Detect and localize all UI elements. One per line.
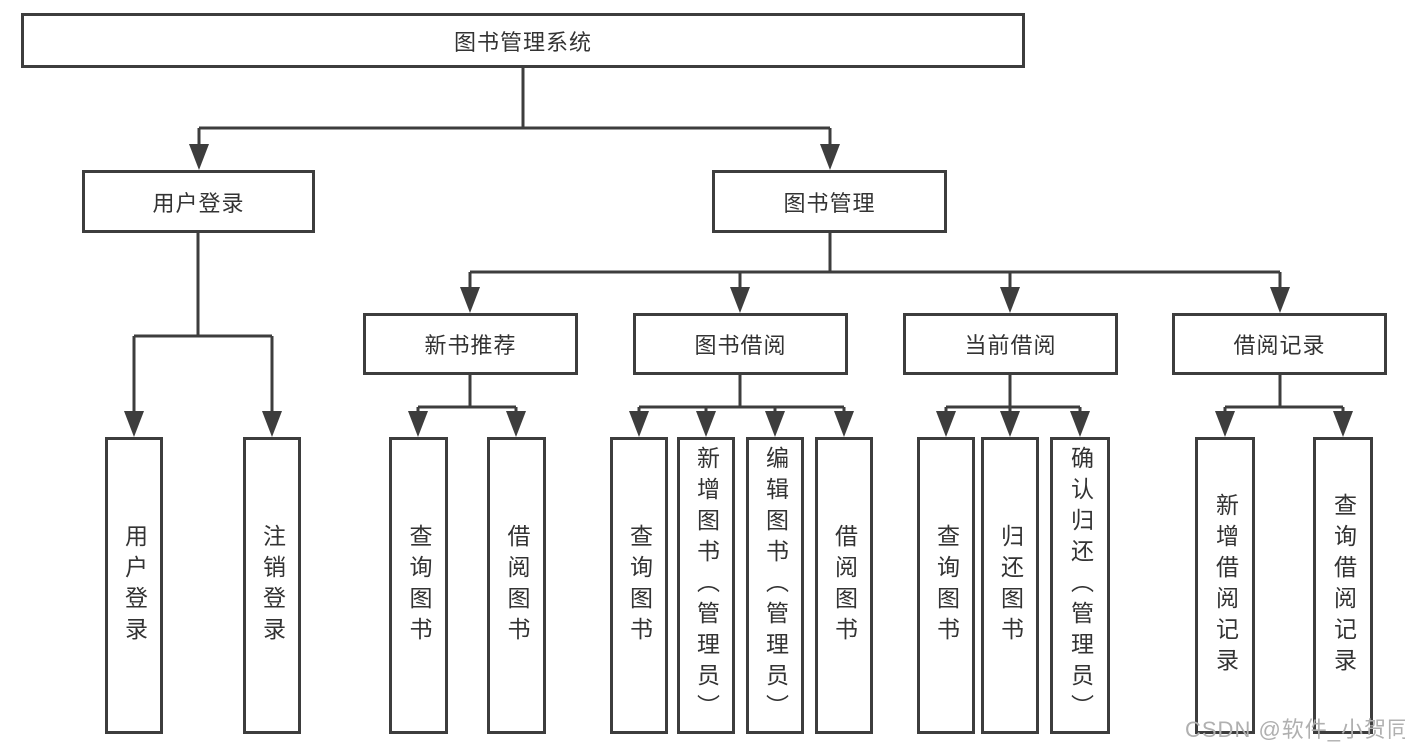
leaf-logout: 注销登录: [243, 437, 301, 734]
arrowhead-icon: [1215, 411, 1235, 437]
node-new-book-recommend: 新书推荐: [363, 313, 578, 375]
node-label: 注销登录: [259, 523, 286, 648]
arrowhead-icon: [834, 411, 854, 437]
leaf-records-add-record: 新增借阅记录: [1195, 437, 1255, 734]
node-root-library-management-system: 图书管理系统: [21, 13, 1025, 68]
arrowhead-icon: [262, 411, 282, 437]
leaf-records-query-record: 查询借阅记录: [1313, 437, 1373, 734]
node-label: 新增图书（管理员）: [693, 446, 720, 725]
connector-borrowing-records-to-leaves: [1223, 375, 1345, 416]
leaf-current-return-books: 归还图书: [981, 437, 1039, 734]
node-label: 借阅记录: [1233, 333, 1326, 358]
arrowhead-icon: [696, 411, 716, 437]
leaf-borrowing-query-books: 查询图书: [610, 437, 668, 734]
node-label: 新增借阅记录: [1212, 492, 1239, 679]
node-label: 归还图书: [997, 523, 1024, 648]
arrowhead-icon: [1070, 411, 1090, 437]
node-label: 用户登录: [121, 523, 148, 648]
node-label: 借阅图书: [504, 523, 530, 648]
arrowhead-icon: [1333, 411, 1353, 437]
node-label: 确认归还（管理员）: [1067, 446, 1094, 725]
node-label: 用户登录: [152, 190, 245, 216]
arrowhead-icon: [124, 411, 144, 437]
leaf-current-confirm-return-admin: 确认归还（管理员）: [1050, 437, 1110, 734]
node-label: 查询图书: [406, 523, 432, 648]
node-label: 图书管理系统: [453, 29, 592, 55]
node-user-login: 用户登录: [82, 170, 315, 233]
arrowhead-icon: [1000, 287, 1020, 313]
connector-current-borrowing-to-leaves: [944, 375, 1082, 416]
node-label: 图书管理: [783, 190, 876, 216]
arrowhead-icon: [408, 411, 428, 437]
node-label: 编辑图书（管理员）: [762, 446, 789, 725]
leaf-current-query-books: 查询图书: [917, 437, 975, 734]
connector-root-to-level2: [197, 68, 832, 148]
leaf-borrowing-add-books-admin: 新增图书（管理员）: [677, 437, 735, 734]
node-label: 图书借阅: [694, 333, 787, 358]
arrowhead-icon: [1000, 411, 1020, 437]
connector-new-book-recommend-to-leaves: [416, 375, 518, 416]
leaf-borrowing-edit-books-admin: 编辑图书（管理员）: [746, 437, 804, 734]
leaf-borrowing-borrow-books: 借阅图书: [815, 437, 873, 734]
arrowhead-icon: [820, 144, 840, 170]
node-borrowing-records: 借阅记录: [1172, 313, 1387, 375]
node-label: 查询借阅记录: [1330, 492, 1357, 679]
arrowhead-icon: [506, 411, 526, 437]
node-label: 借阅图书: [831, 523, 858, 648]
arrowhead-icon: [936, 411, 956, 437]
connector-book-borrowing-to-leaves: [637, 375, 846, 416]
arrowhead-icon: [629, 411, 649, 437]
arrowhead-icon: [460, 287, 480, 313]
csdn-watermark: CSDN @软件_小贺同学: [1185, 717, 1405, 742]
node-label: 查询图书: [933, 523, 960, 648]
arrowhead-icon: [1270, 287, 1290, 313]
arrowhead-icon: [189, 144, 209, 170]
arrowhead-icon: [730, 287, 750, 313]
node-label: 当前借阅: [964, 333, 1057, 358]
node-current-borrowing: 当前借阅: [903, 313, 1118, 375]
leaf-recommend-borrow-books: 借阅图书: [487, 437, 546, 734]
node-book-management: 图书管理: [712, 170, 947, 233]
connector-user-login-to-leaves: [132, 233, 274, 415]
leaf-recommend-query-books: 查询图书: [389, 437, 448, 734]
node-label: 新书推荐: [424, 333, 517, 358]
leaf-user-login: 用户登录: [105, 437, 163, 734]
node-label: 查询图书: [626, 523, 653, 648]
node-book-borrowing: 图书借阅: [633, 313, 848, 375]
connector-book-management-to-level3: [468, 233, 1282, 291]
arrowhead-icon: [765, 411, 785, 437]
